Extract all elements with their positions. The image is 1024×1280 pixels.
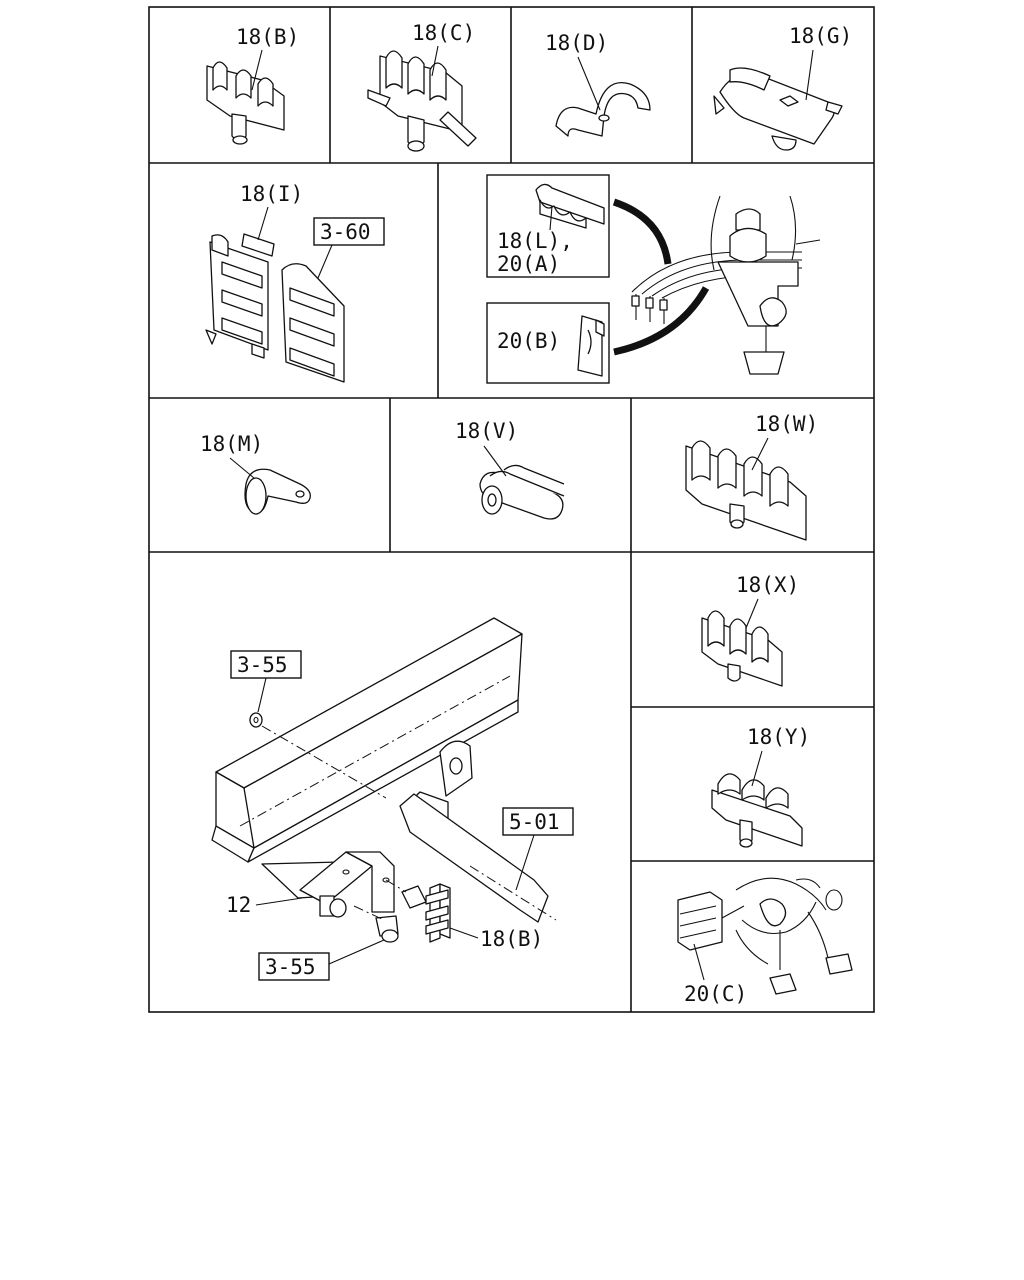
crossmember-illustration [399, 740, 557, 923]
label-18d: 18(D) [545, 31, 608, 55]
leader-18y [751, 750, 763, 787]
clip-18b-installed-illustration [425, 883, 451, 943]
detail-box-18l-20a [486, 174, 610, 278]
clip-20c-illustration [677, 891, 723, 951]
ref-label-5-01: 5-01 [509, 810, 560, 834]
clip-18v-illustration [479, 464, 565, 520]
leader-3-60 [317, 244, 333, 279]
nut-illustration [249, 712, 387, 799]
label-18w: 18(W) [755, 412, 818, 436]
leader-3-55-bottom [328, 939, 385, 965]
ref-box-5-01 [502, 807, 574, 836]
clip-18c-illustration [367, 50, 477, 152]
callout-arc-lower [613, 286, 710, 356]
leader-part-12 [255, 897, 303, 906]
clip-18l-illustration [535, 183, 605, 229]
clip-18w-illustration [685, 440, 807, 541]
clip-18x-illustration [701, 610, 783, 687]
leader-18c [431, 45, 439, 77]
clip-18i-cell: 18(I) 3-60 [205, 182, 385, 383]
label-18b-installed: 18(B) [480, 927, 543, 951]
bracket-3-60-illustration [281, 263, 345, 383]
frame-rail-illustration [211, 617, 523, 863]
label-18c: 18(C) [412, 21, 475, 45]
leader-18b [251, 49, 263, 91]
leader-18d [577, 56, 601, 111]
label-20a: 20(A) [497, 252, 560, 276]
leader-5-01 [515, 834, 535, 891]
clip-18g-cell: 18(G) [713, 24, 852, 151]
bolt-illustration [353, 879, 427, 943]
clip-20c-cell: 20(C) [677, 877, 853, 1006]
clip-20b-illustration [577, 315, 605, 377]
clip-18v-cell: 18(V) [455, 419, 565, 520]
clip-18g-illustration [713, 67, 843, 151]
frame-rail-assembly-cell: 3-55 5-01 12 18(B) 3-55 [211, 617, 574, 981]
leader-3-55-top [257, 677, 267, 713]
label-part-12: 12 [226, 893, 251, 917]
ref-box-3-55-top [230, 650, 302, 679]
leader-18x [745, 598, 759, 629]
ref-label-3-55-bottom: 3-55 [265, 955, 316, 979]
ref-label-3-55-top: 3-55 [237, 653, 288, 677]
label-18i: 18(I) [240, 182, 303, 206]
leader-20c [693, 943, 705, 981]
leader-18v [483, 445, 507, 477]
clip-18b-illustration [206, 61, 285, 145]
callout-arc-upper [612, 198, 672, 265]
clip-18d-illustration [555, 82, 651, 137]
label-18b: 18(B) [236, 25, 299, 49]
label-18x: 18(X) [736, 573, 799, 597]
leader-18i [257, 206, 269, 241]
clip-18w-cell: 18(W) [685, 412, 818, 541]
label-18m: 18(M) [200, 432, 263, 456]
ref-label-3-60: 3-60 [320, 220, 371, 244]
leader-18w [751, 437, 769, 471]
clip-18m-cell: 18(M) [200, 432, 311, 515]
label-18l: 18(L), [497, 229, 573, 253]
leader-18l [549, 205, 553, 231]
bracket-12-illustration [261, 851, 395, 918]
clip-18d-cell: 18(D) [545, 31, 651, 137]
label-18y: 18(Y) [747, 725, 810, 749]
clip-18i-illustration [205, 233, 275, 359]
engine-view-20c-illustration [735, 877, 853, 995]
label-18g: 18(G) [789, 24, 852, 48]
leader-18m [229, 457, 255, 479]
ref-box-3-60 [313, 217, 385, 246]
clip-18m-illustration [244, 468, 311, 515]
clip-18c-cell: 18(C) [367, 21, 477, 152]
ref-box-3-55-bottom [258, 952, 330, 981]
clip-18x-cell: 18(X) [701, 573, 799, 687]
clip-18b-cell: 18(B) [206, 25, 299, 145]
diagram-frame [148, 6, 875, 1013]
label-20c: 20(C) [684, 982, 747, 1006]
clip-18y-cell: 18(Y) [711, 725, 810, 848]
leader-18b-installed [449, 927, 479, 939]
engine-brake-view-illustration [631, 195, 821, 375]
clip-18y-illustration [711, 773, 803, 848]
label-20b: 20(B) [497, 329, 560, 353]
label-18v: 18(V) [455, 419, 518, 443]
leader-18g [805, 49, 814, 101]
callout-line-20c [721, 905, 745, 919]
detail-18l-20a-20b-cell: 18(L), 20(A) 20(B) [486, 174, 821, 384]
